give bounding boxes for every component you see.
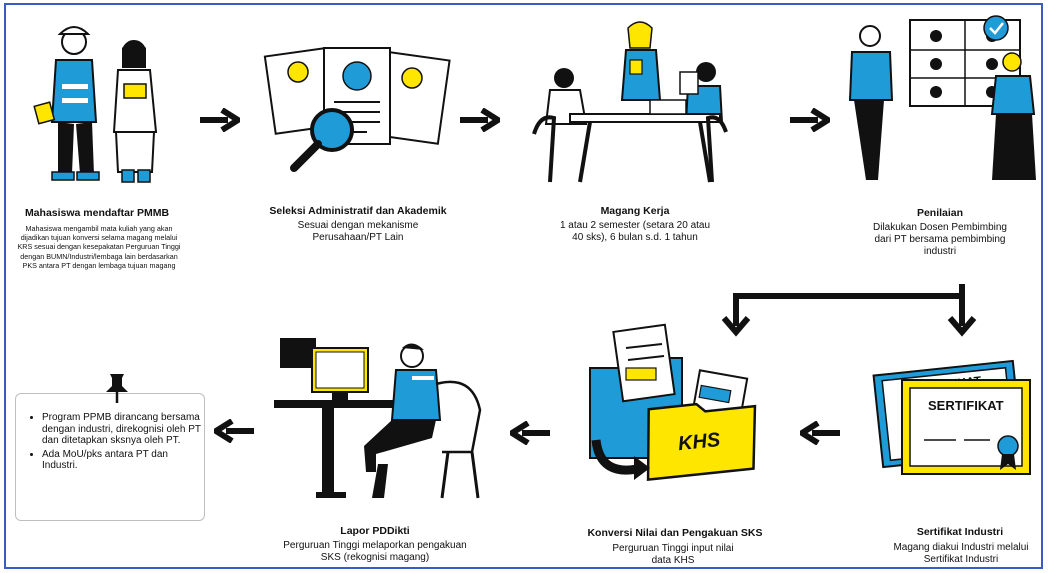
- students-illustration: [33, 26, 158, 183]
- step-desc-conversion: Perguruan Tinggi input nilai data KHS: [612, 543, 734, 566]
- step-title-conversion: Konversi Nilai dan Pengakuan SKS: [587, 527, 763, 539]
- split-arrow-down: [721, 284, 977, 337]
- note-list: Program PPMB dirancang bersama dengan in…: [24, 412, 206, 474]
- arrow-right-1: [200, 108, 240, 132]
- arrow-right-2: [460, 108, 500, 132]
- step-desc-report: Perguruan Tinggi melaporkan pengakuan SK…: [283, 540, 467, 563]
- step-title-report: Lapor PDDikti: [340, 525, 410, 537]
- khs-folder-label: KHS: [677, 429, 722, 455]
- step-title-internship: Magang Kerja: [600, 205, 670, 217]
- step-title-assessment: Penilaian: [916, 207, 964, 219]
- arrow-left-1: [800, 421, 840, 445]
- pinned-note: Program PPMB dirancang bersama dengan in…: [15, 374, 206, 521]
- step-desc-assessment: Dilakukan Dosen Pembimbing dari PT bersa…: [873, 222, 1007, 257]
- pushpin-icon: [106, 374, 128, 403]
- diagram-frame: [4, 3, 1043, 569]
- step-title-certificate: Sertifikat Industri: [916, 526, 1004, 538]
- cv-documents-illustration: [263, 47, 451, 172]
- step-desc-register: Mahasiswa mengambil mata kuliah yang aka…: [17, 224, 181, 270]
- step-desc-internship: 1 atau 2 semester (setara 20 atau 40 sks…: [559, 220, 711, 243]
- arrow-left-2: [510, 421, 550, 445]
- assessment-illustration: [848, 15, 1036, 180]
- internship-work-illustration: [532, 21, 728, 183]
- certificate-front-text: SERTIFIKAT: [928, 398, 1004, 413]
- arrow-left-3: [214, 419, 254, 443]
- note-item: Ada MoU/pks antara PT dan Industri.: [42, 449, 206, 472]
- step-desc-certificate: Magang diakui Industri melalui Sertifika…: [893, 542, 1029, 565]
- computer-reporting-illustration: [274, 338, 482, 499]
- step-desc-selection: Sesuai dengan mekanisme Perusahaan/PT La…: [297, 220, 419, 243]
- note-item: Program PPMB dirancang bersama dengan in…: [42, 412, 206, 447]
- certificate-illustration: RTIFIKAT SERTIFIKAT: [872, 359, 1031, 475]
- khs-folders-illustration: KHS: [589, 323, 757, 482]
- step-title-register: Mahasiswa mendaftar PMMB: [24, 207, 170, 219]
- step-title-selection: Seleksi Administratif dan Akademik: [269, 205, 447, 217]
- arrow-right-3: [790, 108, 830, 132]
